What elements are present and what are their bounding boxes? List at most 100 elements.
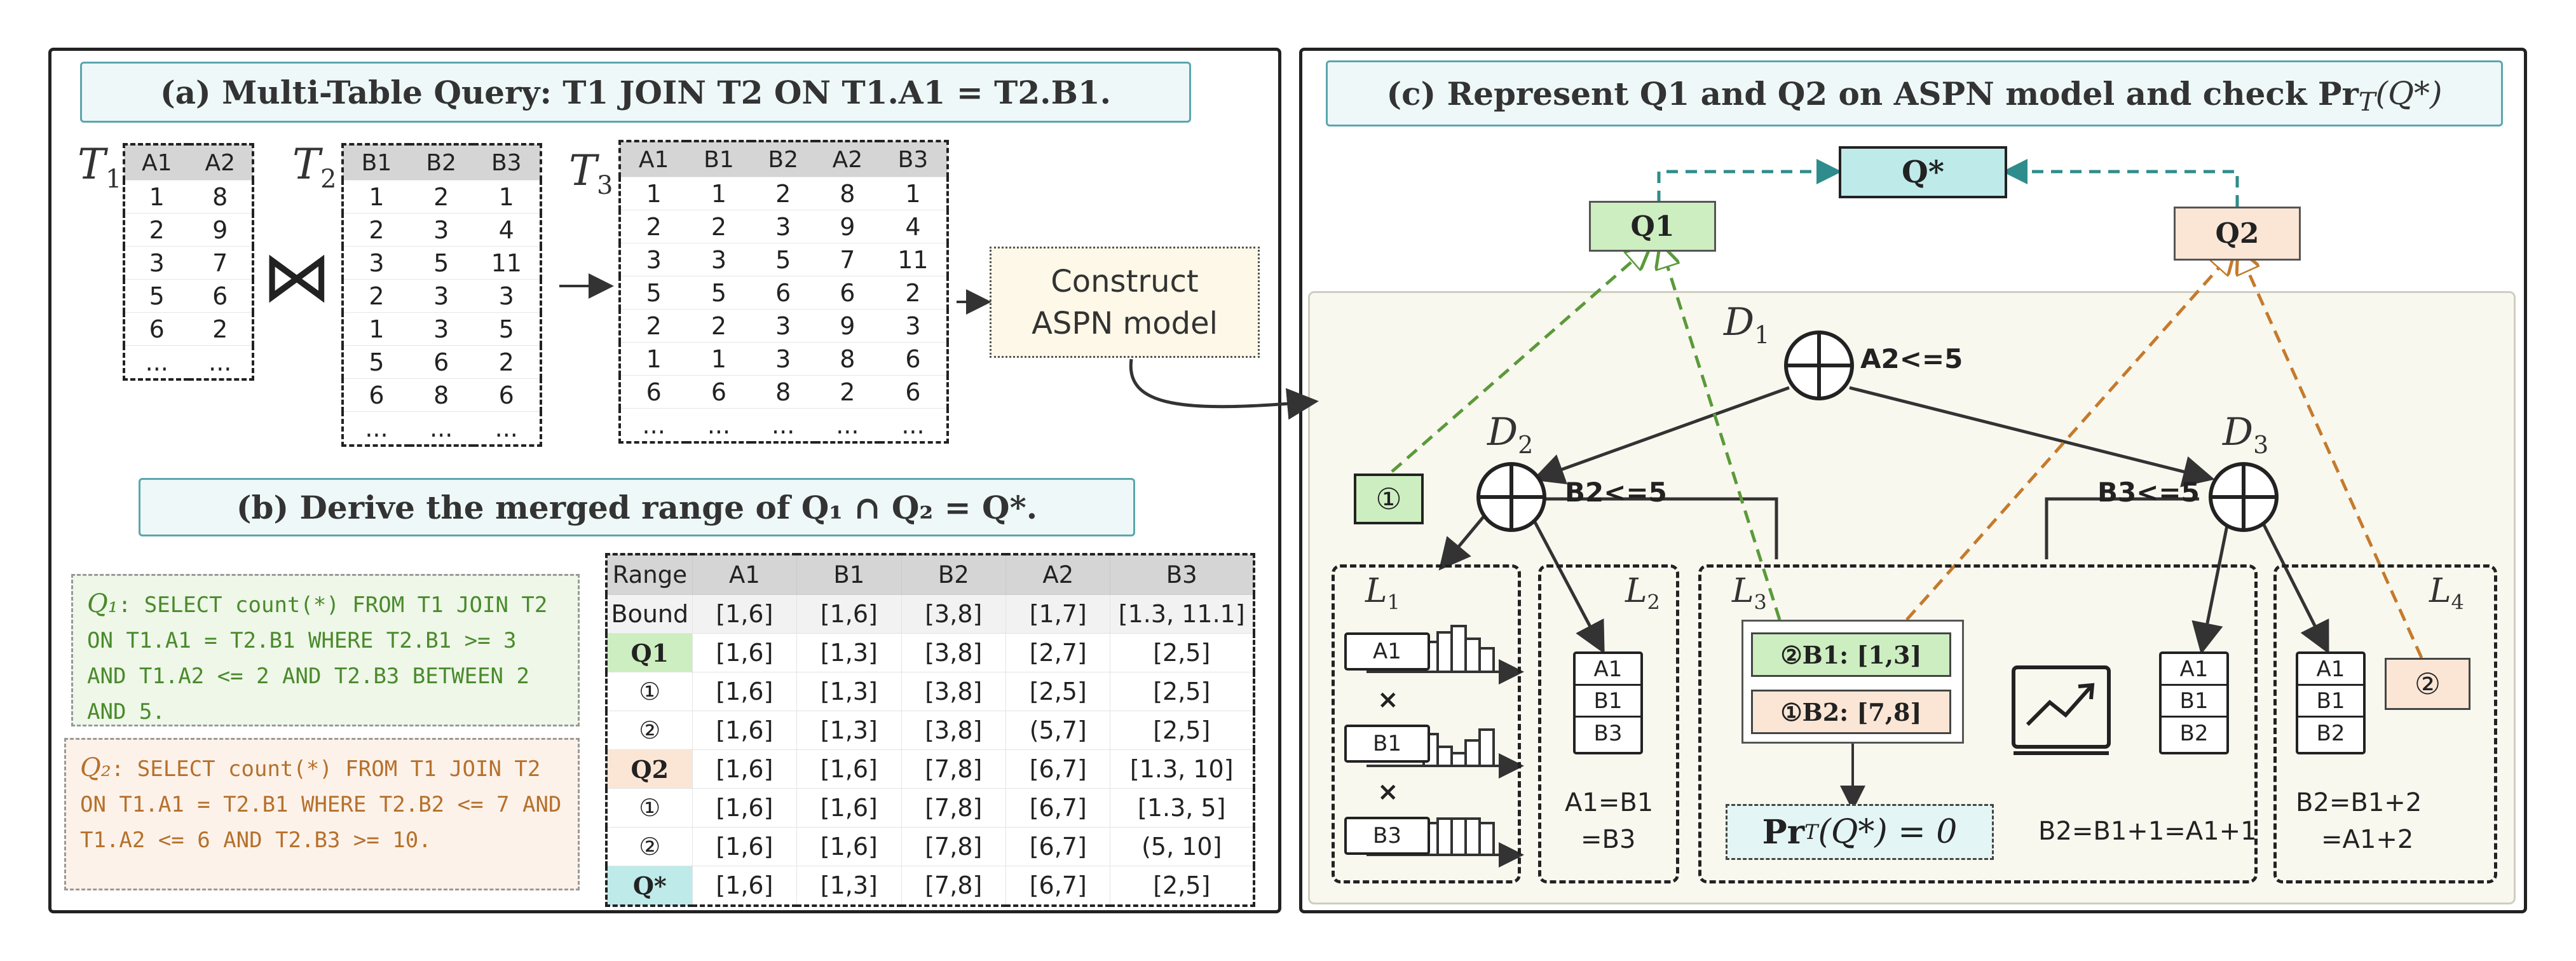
range-cell: [1.3, 5]	[1110, 788, 1255, 828]
l3-range-b1: ②B1: [1,3]	[1751, 632, 1951, 677]
construct-aspn-box: Construct ASPN model	[990, 247, 1260, 358]
range-row: ①[1,6][1,6][7,8][6,7][1.3, 5]	[606, 788, 1255, 828]
panel-c-title: (c) Represent Q1 and Q2 on ASPN model an…	[1326, 60, 2503, 126]
table-cell: 8	[188, 180, 253, 214]
marker1-to-q1-line	[1391, 249, 1646, 473]
table-cell: 2	[473, 345, 541, 379]
panel-c-title-tail: (Q*)	[2375, 75, 2443, 112]
qstar-label: Q*	[1902, 154, 1944, 190]
table-cell: 3	[686, 243, 751, 276]
d2-condition: B2<=5	[1565, 477, 1667, 508]
column-header: A1	[620, 141, 687, 177]
q1-to-qstar-line	[1657, 159, 1842, 202]
l4-relation-1: B2=B1+2	[2296, 788, 2422, 817]
l2-relation-2: =B3	[1581, 825, 1636, 854]
range-cell: [6,7]	[1005, 827, 1111, 866]
table-cell: 2	[751, 177, 815, 210]
column-header: B3	[879, 141, 948, 177]
t2-label: T2	[292, 140, 337, 194]
marker2-label: ②	[2414, 667, 2441, 701]
range-cell: (5,7]	[1005, 711, 1111, 750]
column-header: A2	[188, 144, 253, 181]
table-cell: 2	[815, 375, 880, 409]
d2-l2-edge	[1530, 515, 1605, 654]
column-header: B2	[751, 141, 815, 177]
table-cell: 1	[124, 180, 189, 214]
l2-columns: A1 B1 B3	[1573, 651, 1643, 754]
q1-sql-box: Q₁: SELECT count(*) FROM T1 JOIN T2 ON T…	[71, 574, 580, 726]
l2-relation-1: A1=B1	[1565, 788, 1654, 817]
table-cell: ...	[815, 408, 880, 442]
table-cell: 1	[343, 180, 409, 214]
l3-box	[1698, 564, 2258, 883]
table-cell: 4	[879, 210, 948, 243]
range-row-label: ①	[606, 672, 693, 711]
range-cell: [1,6]	[692, 711, 798, 750]
table-cell: 8	[409, 378, 474, 412]
l3-relation: B2=B1+1=A1+1	[2038, 817, 2257, 846]
range-row: Q2[1,6][1,6][7,8][6,7][1.3, 10]	[606, 749, 1255, 789]
table-cell: 2	[124, 213, 189, 247]
table-cell: 2	[620, 309, 687, 343]
range-row-label: ②	[606, 827, 693, 866]
table-cell: 3	[409, 312, 474, 346]
marker2-to-q2-line	[2240, 254, 2423, 659]
table-cell: 5	[473, 312, 541, 346]
q2-label: Q2	[2215, 217, 2259, 250]
range-column-header: Range	[606, 554, 693, 595]
table-cell: 3	[473, 279, 541, 313]
table-cell: ...	[343, 411, 409, 446]
join-icon: ⋈	[262, 236, 332, 317]
l2-label: L2	[1625, 572, 1660, 615]
range-row: ②[1,6][1,6][7,8][6,7](5, 10]	[606, 827, 1255, 866]
table-cell: 8	[751, 375, 815, 409]
range-cell: [1,6]	[692, 788, 798, 828]
l3-range-b2: ①B2: [7,8]	[1751, 690, 1951, 734]
panel-b-title-text: (b) Derive the merged range of Q₁ ∩ Q₂ =…	[236, 488, 1038, 526]
column-header: B3	[473, 144, 541, 181]
trend-chart-icon	[2012, 665, 2111, 755]
range-cell: (5, 10]	[1110, 827, 1255, 866]
panel-b-title: (b) Derive the merged range of Q₁ ∩ Q₂ =…	[139, 478, 1135, 536]
d3-label: D3	[2223, 410, 2269, 459]
range-cell: [3,8]	[901, 711, 1007, 750]
t1-label: T1	[78, 140, 122, 194]
l3-columns: A1 B1 B2	[2159, 651, 2229, 754]
table-cell: 1	[620, 342, 687, 376]
range-row-label: Q2	[606, 749, 693, 789]
column-header: A2	[815, 141, 880, 177]
table-cell: 3	[620, 243, 687, 276]
q2-sql-text: : SELECT count(*) FROM T1 JOIN T2 ON T1.…	[80, 756, 562, 853]
range-column-header: B2	[901, 554, 1007, 595]
range-cell: [1,3]	[796, 711, 902, 750]
l1-times-2: ×	[1377, 777, 1399, 807]
construct-to-model-arrow	[1129, 358, 1319, 420]
table-cell: 6	[188, 279, 253, 313]
marker1-node: ①	[1354, 474, 1424, 524]
range-cell: [1,3]	[796, 866, 902, 906]
table-cell: 1	[620, 177, 687, 210]
l4-label: L4	[2429, 572, 2464, 615]
qstar-node: Q*	[1839, 146, 2007, 198]
table-cell: 5	[620, 276, 687, 310]
q1-sql-name: Q₁	[87, 589, 118, 618]
range-row-label: Q1	[606, 633, 693, 672]
range-cell: [3,8]	[901, 672, 1007, 711]
d1-d2-edge	[1532, 386, 1790, 484]
table-cell: 6	[751, 276, 815, 310]
table-cell: 6	[473, 378, 541, 412]
